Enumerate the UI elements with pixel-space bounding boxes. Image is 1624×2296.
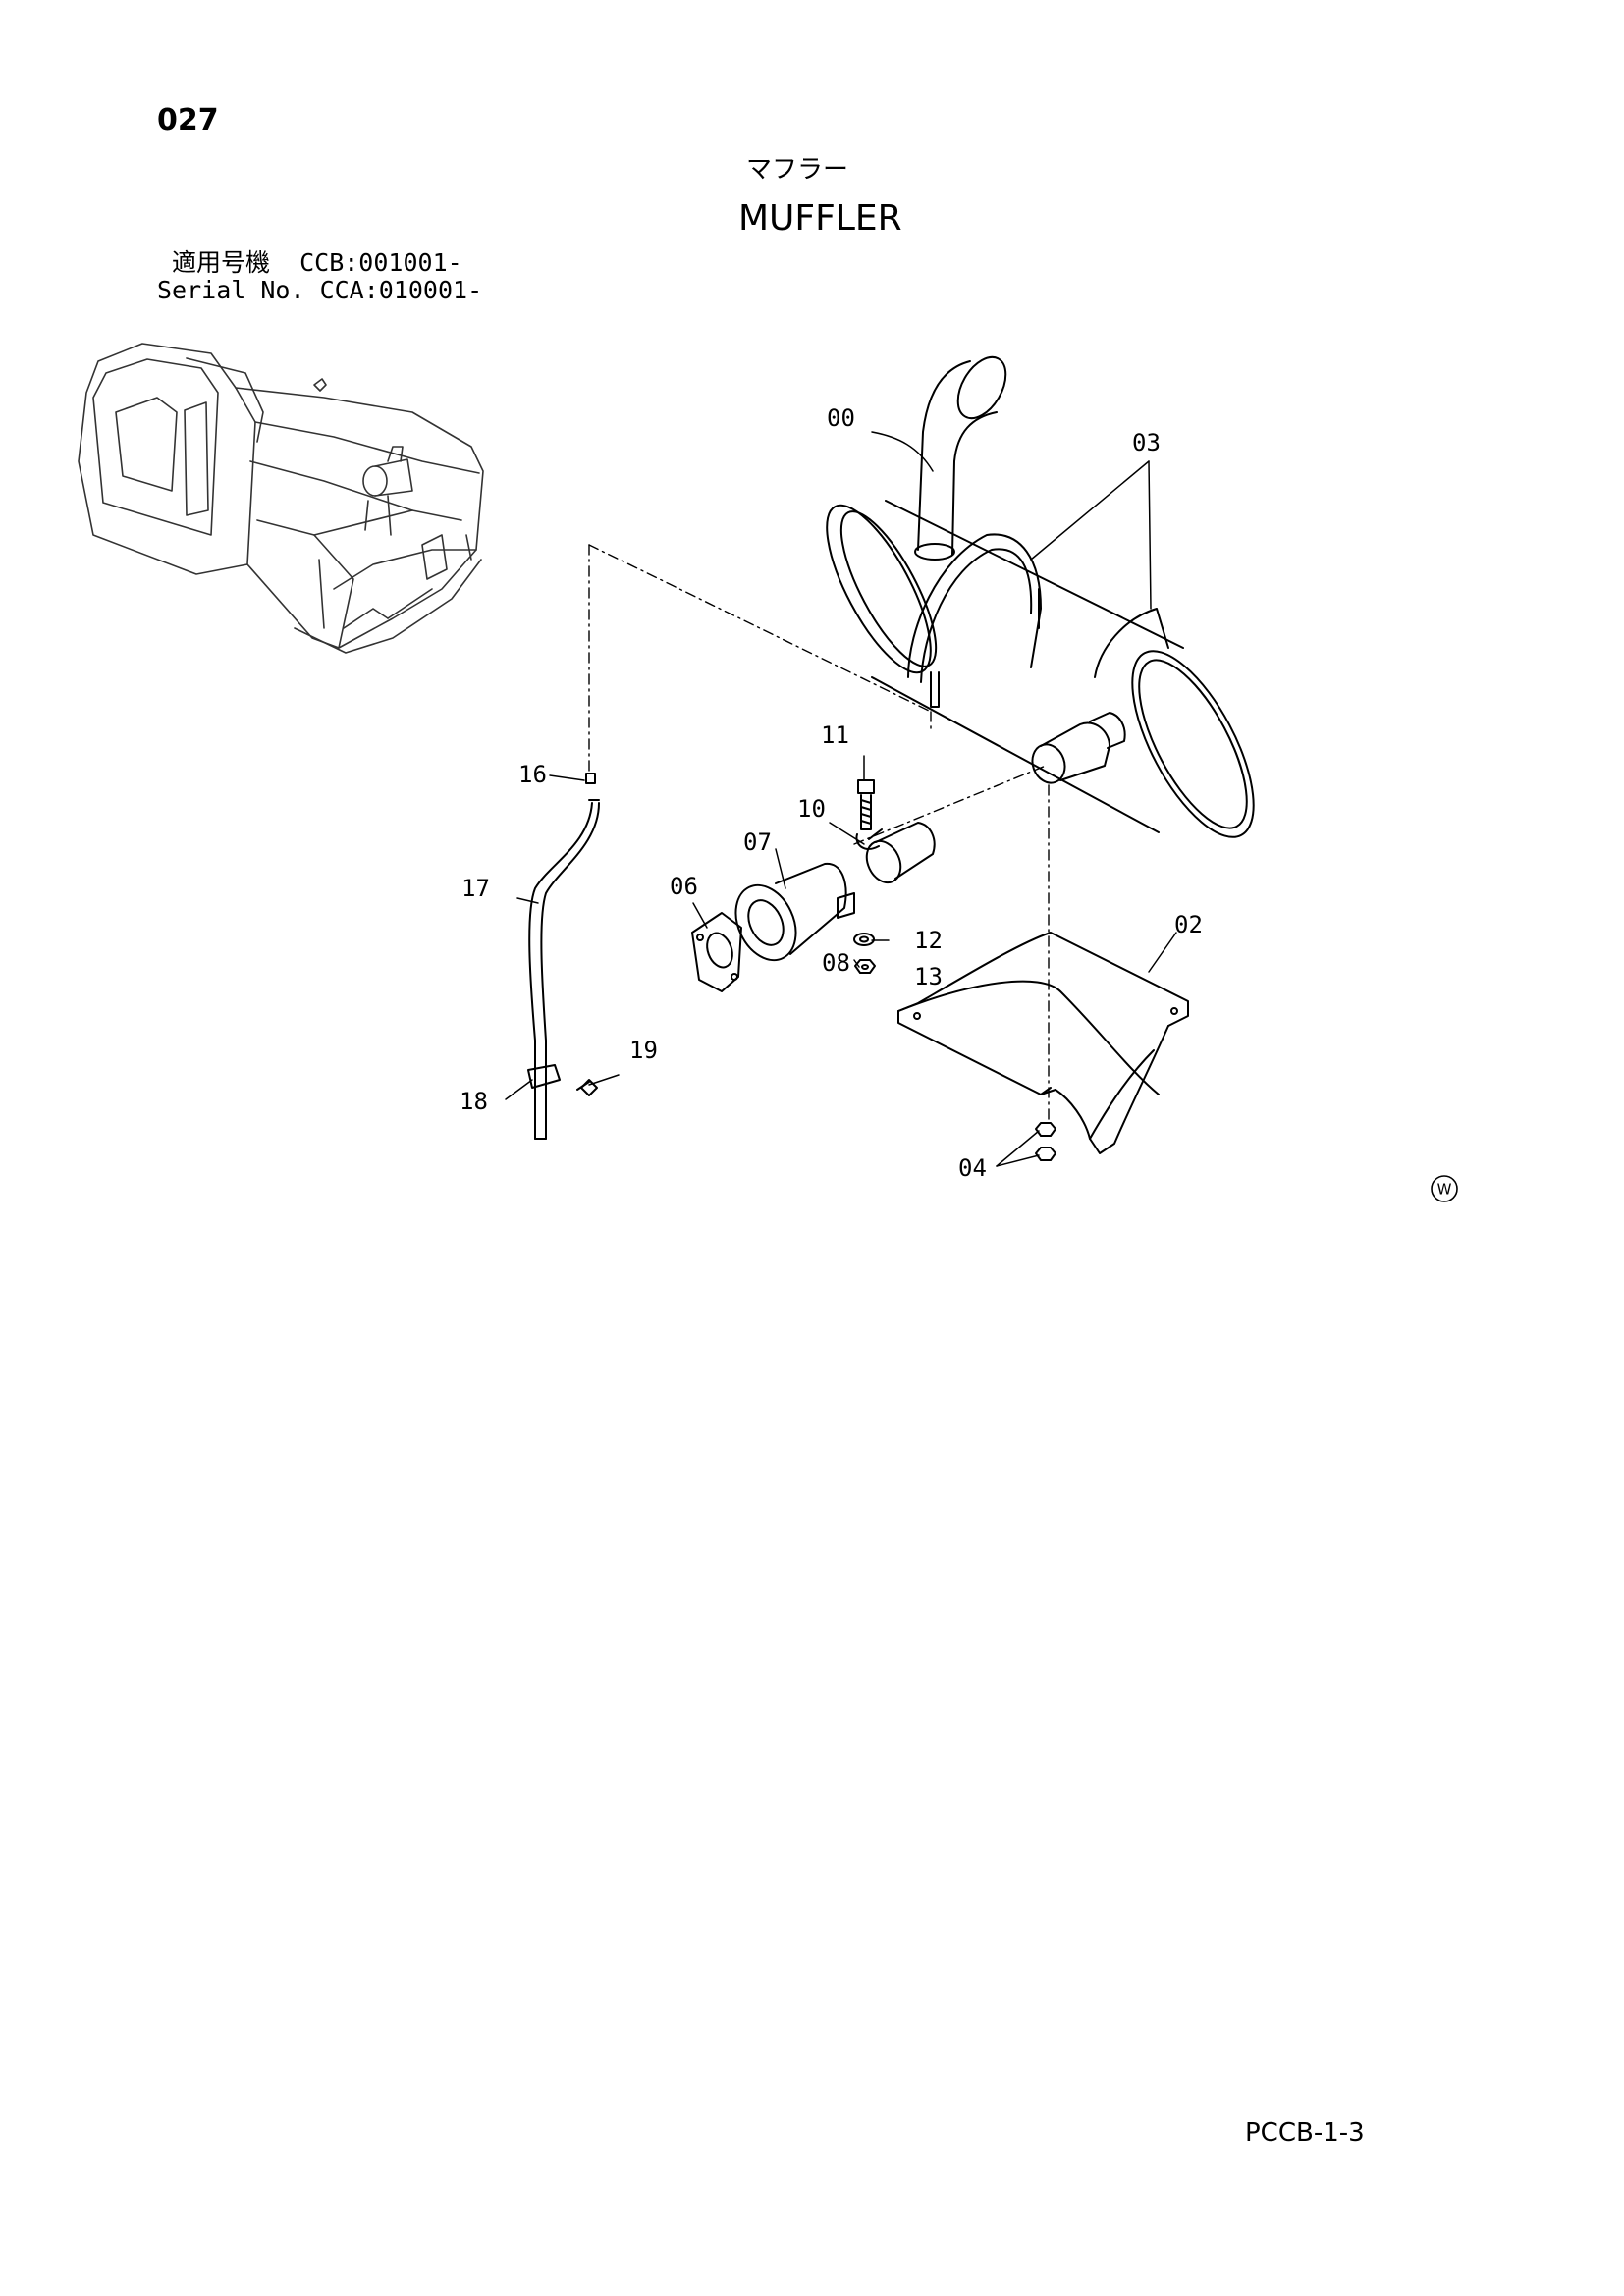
applicable-serial-ja: 適用号機 CCB:001001-	[172, 248, 462, 277]
callout-11: 11	[821, 721, 849, 749]
excavator-locator-thumbnail	[78, 343, 484, 654]
callout-02: 02	[1174, 911, 1203, 938]
muffler-body	[826, 500, 1255, 838]
callout-13: 13	[914, 963, 943, 990]
callout-00: 00	[827, 404, 855, 432]
callout-17: 17	[461, 875, 490, 902]
callout-04: 04	[958, 1154, 987, 1182]
leader-lines	[505, 431, 1177, 1167]
callout-labels: 00 03 16 11 10 07 17 06 12 08 13 02 19 1…	[460, 404, 1203, 1182]
page-number: 027	[157, 103, 219, 137]
bracket-nuts	[1035, 1122, 1056, 1161]
w-mark-letter: W	[1437, 1181, 1452, 1199]
page-code: PCCB-1-3	[1245, 2118, 1365, 2148]
alignment-lines	[588, 544, 1050, 1120]
gasket	[691, 912, 742, 992]
exhaust-outlet-pipe	[914, 355, 1007, 561]
callout-08: 08	[822, 949, 850, 977]
adapter-bolt-08	[837, 892, 855, 919]
callout-10: 10	[797, 795, 826, 823]
muffler-support-bracket	[897, 932, 1189, 1154]
callout-19: 19	[629, 1037, 658, 1064]
callout-07: 07	[743, 828, 772, 856]
title-english: MUFFLER	[738, 198, 902, 239]
clamp-bolt	[857, 779, 875, 830]
title-japanese: マフラー	[746, 155, 849, 185]
callout-12: 12	[914, 927, 943, 954]
w-mark-icon: W	[1431, 1175, 1458, 1202]
applicable-serial-en: Serial No. CCA:010001-	[157, 276, 483, 304]
exhaust-clamp	[855, 822, 936, 884]
callout-06: 06	[670, 873, 698, 900]
callout-16: 16	[518, 761, 547, 788]
drain-hose-assembly	[527, 773, 600, 1140]
muffler-inlet-pipe	[1031, 712, 1126, 784]
washer	[853, 933, 875, 946]
callout-03: 03	[1132, 429, 1161, 456]
nut	[854, 959, 876, 974]
callout-18: 18	[460, 1088, 488, 1115]
